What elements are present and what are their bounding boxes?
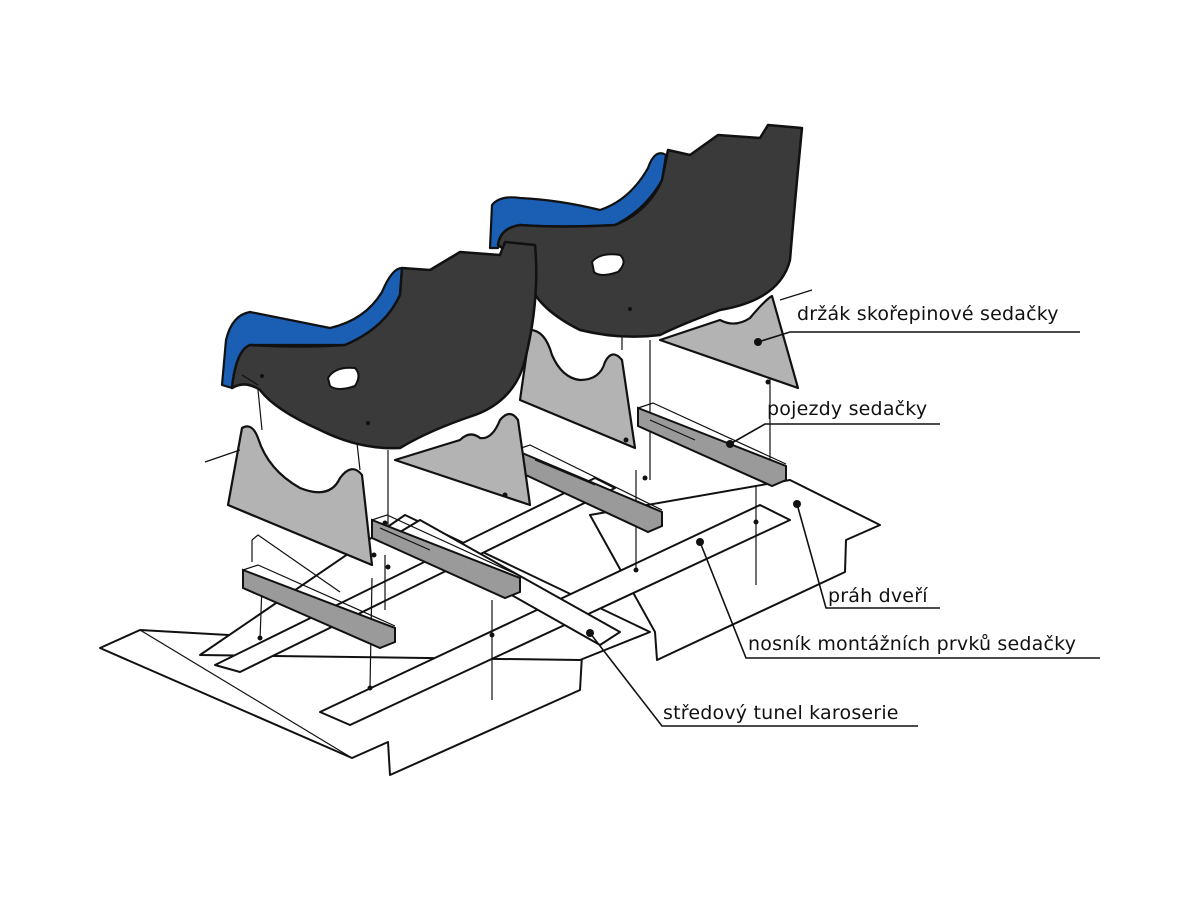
holder-right-rear — [658, 294, 800, 390]
rail-left-front — [242, 568, 396, 650]
label-center-tunnel: středový tunel karoserie — [663, 702, 899, 724]
rail-right-rear — [637, 406, 787, 488]
holder-left-rear — [393, 412, 532, 507]
holder-left-front — [226, 425, 374, 567]
rail-left-rear — [371, 518, 521, 600]
label-mount-beam: nosník montážních prvků sedačky — [748, 633, 1076, 655]
leader-lines — [586, 331, 1100, 727]
holder-right-front — [518, 328, 637, 450]
seat-sliders — [242, 402, 787, 650]
label-seat-holder: držák skořepinové sedačky — [797, 303, 1059, 325]
floor-structure — [99, 310, 881, 776]
shell-right-body — [496, 123, 804, 338]
shell-left-body — [230, 240, 538, 450]
shell-seat-left — [220, 240, 538, 450]
label-door-sill: práh dveří — [828, 585, 928, 607]
label-seat-slider: pojezdy sedačky — [767, 398, 927, 420]
seat-holders — [226, 294, 800, 567]
leader-seat-holder — [757, 331, 1080, 343]
leader-center-tunnel — [589, 632, 918, 727]
leader-door-sill — [796, 503, 940, 609]
shell-seat-right — [488, 123, 804, 338]
leader-mount-beam — [699, 541, 1100, 659]
leader-seat-slider — [729, 423, 940, 445]
